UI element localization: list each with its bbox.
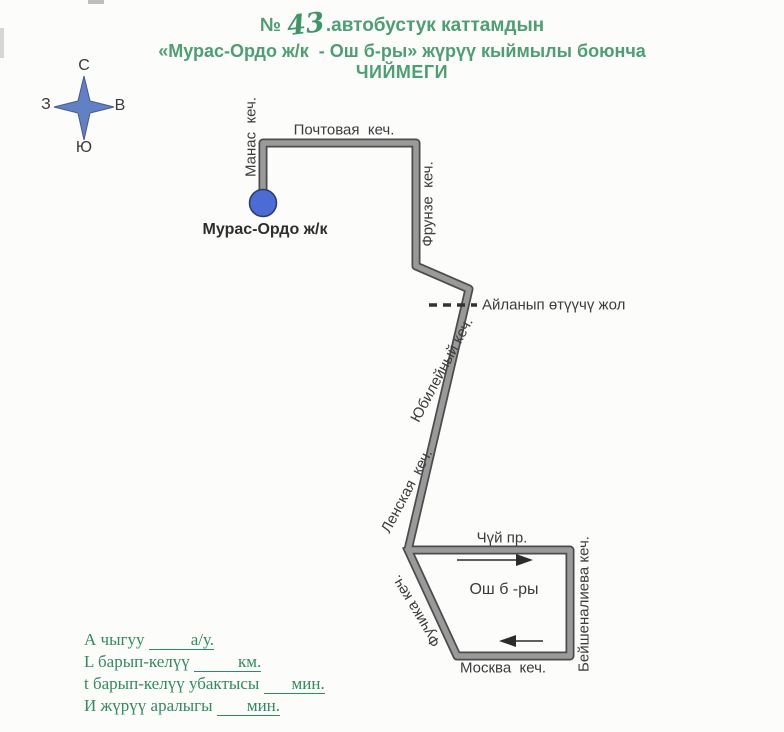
compass-west-label: З [41, 96, 51, 113]
street-label-pochtovaya: Почтовая кеч. [293, 121, 395, 139]
route-number-symbol: № [259, 15, 287, 36]
scan-artifact [0, 28, 4, 58]
street-label-manas: Манас кеч. [242, 96, 260, 178]
direction-arrow-right [457, 554, 533, 566]
legend-line-distance: L барып-келүү км. [84, 651, 325, 673]
legend-unit: а/у. [190, 630, 215, 649]
legend-text: А чыгуу [84, 630, 149, 649]
legend-unit: мин. [246, 696, 281, 715]
legend-line-roundtrip-time: t барып-келүү убактысы мин. [84, 673, 325, 695]
title-line-1: № 43.автобустук каттамдын [20, 6, 784, 43]
legend-line-departure: А чыгуу а/у. [84, 629, 325, 651]
direction-arrow-left [499, 635, 543, 647]
terminal-marker [248, 188, 278, 218]
street-label-chuy: Чүй пр. [476, 529, 528, 547]
street-label-beyshenalieva: Бейшеналиева кеч. [575, 536, 593, 672]
legend-text: L барып-келүү [84, 652, 194, 671]
terminal-label: Мурас-Ордо ж/к [202, 221, 328, 238]
area-label-osh: Ош б -ры [469, 581, 539, 598]
compass-south-label: Ю [75, 139, 93, 156]
legend-text: И жүрүү аралыгы [84, 696, 217, 715]
compass-star-icon [53, 75, 115, 141]
legend-text: t барып-келүү убактысы [84, 674, 264, 693]
scan-artifact [88, 0, 104, 4]
legend-blank-field: км. [194, 652, 262, 672]
legend: А чыгуу а/у. L барып-келүү км. t барып-к… [84, 629, 325, 717]
bypass-road-label: Айланып өтүүчү жол [482, 296, 626, 314]
legend-blank-field: мин. [216, 696, 281, 716]
route-number-handwritten: 43 [285, 6, 327, 43]
title-line-1-text: .автобустук каттамдын [325, 15, 545, 36]
compass-north-label: С [78, 57, 90, 74]
street-label-moskva: Москва кеч. [459, 659, 547, 677]
legend-unit: мин. [291, 674, 325, 693]
route-line [260, 140, 573, 659]
page-title: № 43.автобустук каттамдын «Мурас-Ордо ж/… [20, 6, 784, 83]
legend-line-interval: И жүрүү аралыгы мин. [84, 695, 325, 717]
legend-blank-field: мин. [263, 674, 325, 694]
title-line-3: ЧИЙМЕГИ [355, 62, 449, 82]
street-label-frunze: Фрунзе кеч. [419, 161, 437, 247]
legend-blank-field: а/у. [148, 630, 215, 650]
legend-unit: км. [238, 652, 262, 671]
title-line-2: «Мурас-Ордо ж/к - Ош б-ры» жүрүү кыймылы… [158, 41, 646, 61]
compass-east-label: В [114, 97, 126, 114]
